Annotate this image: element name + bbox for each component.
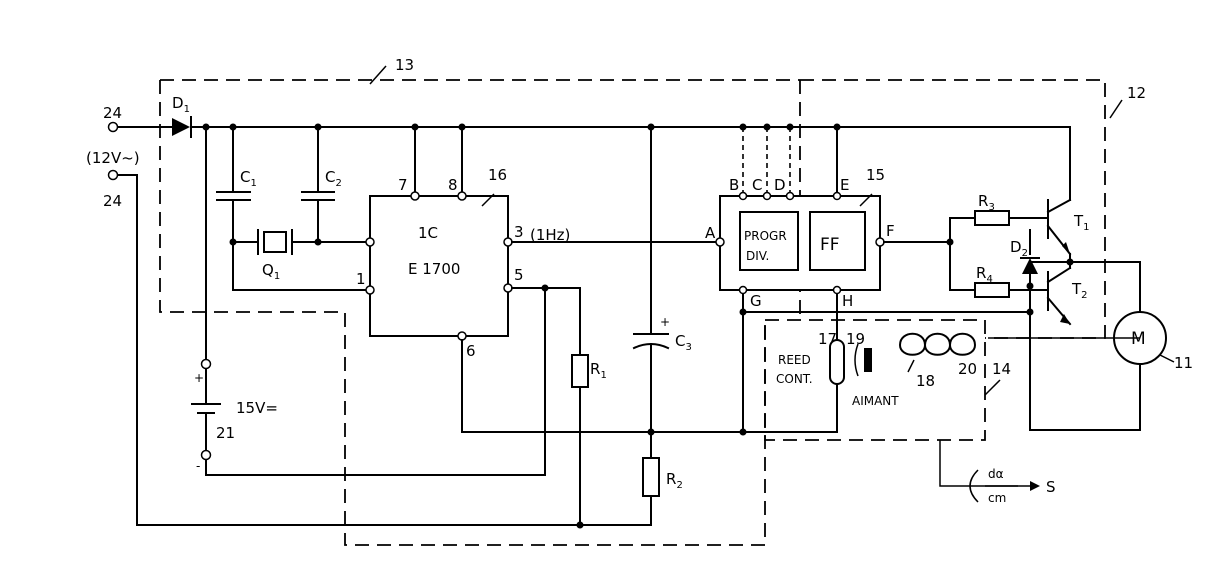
label-pin-a: A <box>705 224 716 242</box>
crystal-q1 <box>233 230 366 254</box>
capacitor-c3 <box>634 127 668 458</box>
resistor-r2 <box>643 458 659 496</box>
supply-rail <box>118 124 1070 201</box>
label-t1: T1 <box>1073 212 1090 233</box>
label-12: 12 <box>1127 84 1146 102</box>
label-21: 21 <box>216 424 235 442</box>
label-16: 16 <box>488 166 507 184</box>
label-pin7: 7 <box>398 176 408 194</box>
label-pin-g: G <box>750 292 762 310</box>
label-progr: PROGR <box>744 229 787 243</box>
label-pin-d: D <box>774 176 786 194</box>
label-pin5: 5 <box>514 266 524 284</box>
ic-e1700 <box>366 127 512 340</box>
label-14: 14 <box>992 360 1011 378</box>
label-pin1: 1 <box>356 270 366 288</box>
label-c3: C3 <box>675 332 692 353</box>
battery-21 <box>192 127 220 460</box>
label-pin-f: F <box>886 222 895 240</box>
transistor-t2 <box>1048 268 1070 324</box>
label-c3-plus: + <box>660 315 670 329</box>
label-18: 18 <box>916 372 935 390</box>
capacitor-c1 <box>217 127 250 290</box>
label-15: 15 <box>866 166 885 184</box>
label-cont: CONT. <box>776 372 813 386</box>
label-24-bottom: 24 <box>103 192 122 210</box>
label-20: 20 <box>958 360 977 378</box>
label-d2: D2 <box>1010 238 1028 259</box>
label-12v: (12V~) <box>86 149 140 167</box>
diode-d2 <box>1021 230 1074 430</box>
label-13: 13 <box>395 56 414 74</box>
diode-d1 <box>172 117 191 137</box>
label-15v: 15V= <box>236 399 278 417</box>
label-battery-plus: + <box>194 371 204 385</box>
motor-m <box>1030 262 1174 430</box>
ic-label-e1700: E 1700 <box>408 260 460 278</box>
label-t2: T2 <box>1071 280 1088 301</box>
label-battery-minus: - <box>196 459 200 473</box>
label-d1: D1 <box>172 94 190 115</box>
capacitor-c2 <box>302 127 334 246</box>
label-cm: cm <box>988 491 1006 505</box>
wire-pin6 <box>462 340 743 432</box>
label-11: 11 <box>1174 354 1193 372</box>
label-q1: Q1 <box>262 261 280 282</box>
label-pin-c: C <box>752 176 762 194</box>
label-r1: R1 <box>590 360 607 381</box>
label-div: DIV. <box>746 249 769 263</box>
label-ff: FF <box>820 235 840 255</box>
label-24-top: 24 <box>103 104 122 122</box>
label-da: dα <box>988 467 1004 481</box>
transistor-t1 <box>1048 200 1070 254</box>
label-17: 17 <box>818 330 837 348</box>
label-c2: C2 <box>325 168 342 189</box>
label-pin-e: E <box>840 176 849 194</box>
label-r3: R3 <box>978 192 995 213</box>
ic-label-1c: 1C <box>418 224 438 242</box>
label-1hz: (1Hz) <box>530 226 570 244</box>
label-reed: REED <box>778 353 811 367</box>
label-pin-b: B <box>729 176 739 194</box>
label-s: S <box>1046 478 1056 496</box>
label-c1: C1 <box>240 168 257 189</box>
label-motor: M <box>1131 329 1146 349</box>
text-labels: 13 12 24 (12V~) 24 D1 C1 C2 Q1 7 8 16 1C… <box>86 56 1193 505</box>
label-r4: R4 <box>976 264 993 285</box>
label-pin8: 8 <box>448 176 458 194</box>
label-19: 19 <box>846 330 865 348</box>
label-r2: R2 <box>666 470 683 491</box>
label-aimant: AIMANT <box>852 394 899 408</box>
resistor-r1 <box>572 355 651 529</box>
label-pin6: 6 <box>466 342 476 360</box>
label-pin3: 3 <box>514 223 524 241</box>
label-pin-h: H <box>842 292 853 310</box>
